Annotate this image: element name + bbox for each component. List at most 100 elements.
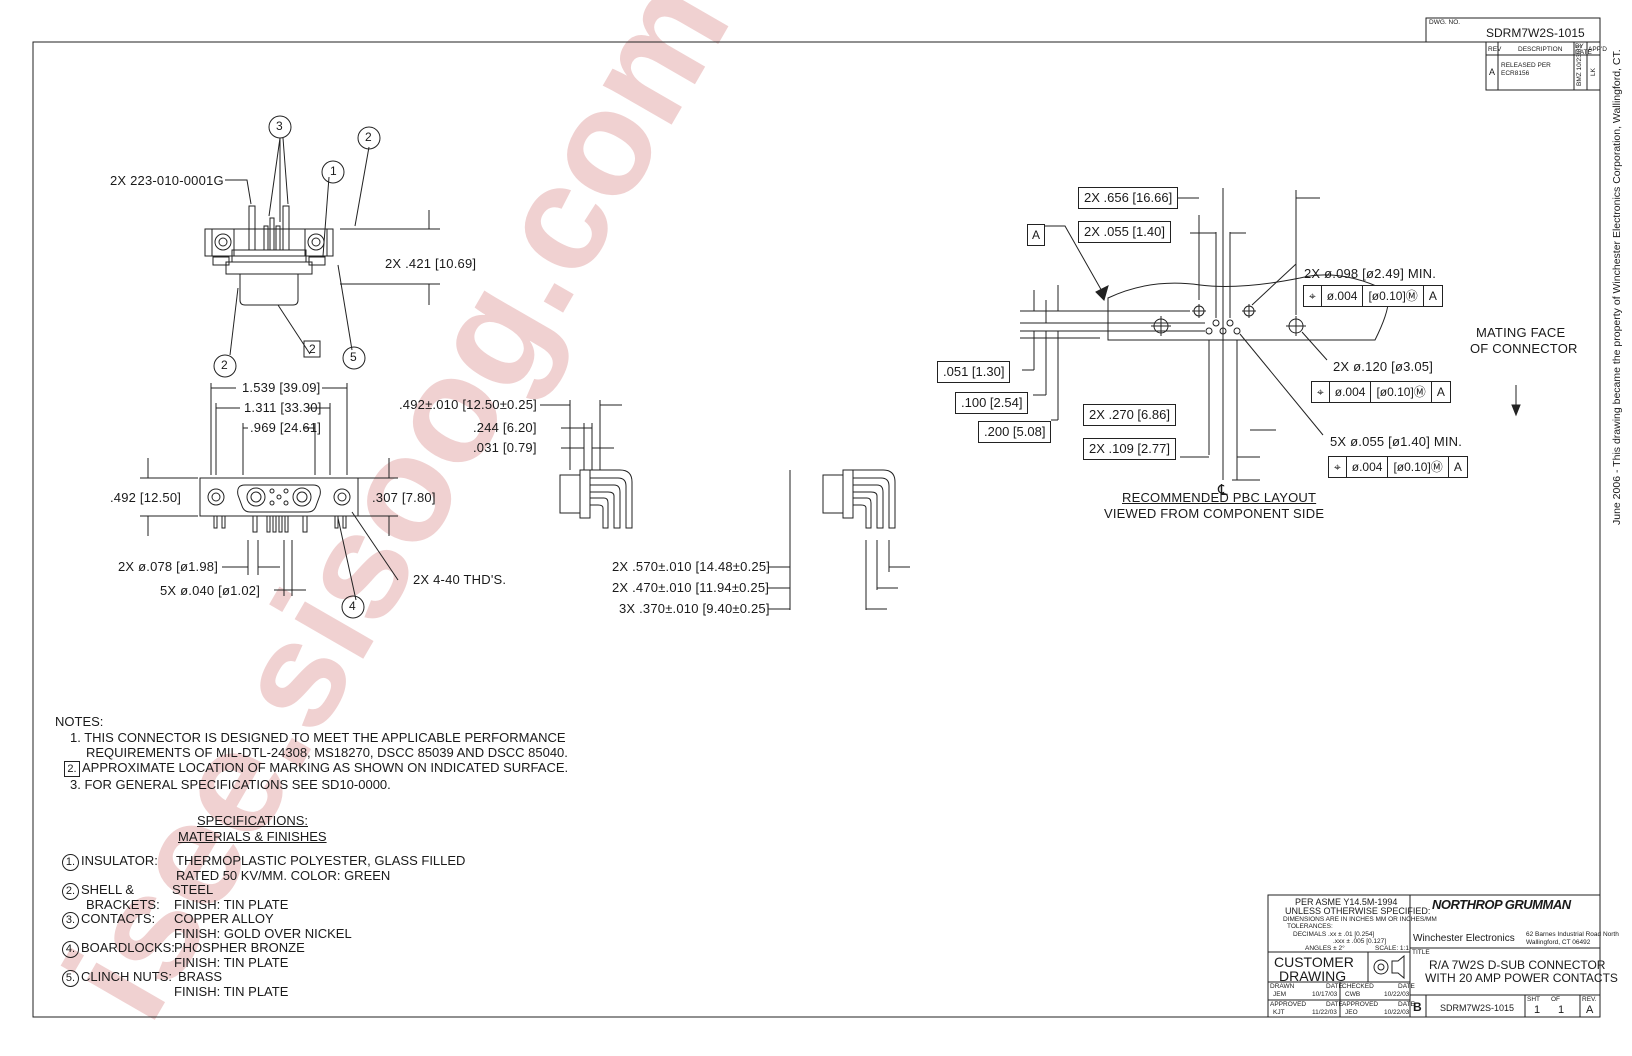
balloon-1: 1 (330, 164, 337, 178)
position-icon: ⌖ (1304, 286, 1322, 306)
tb-dec1: DECIMALS .xx ± .01 [0.254] (1293, 931, 1375, 938)
tb-approved2-date: 10/22/03 (1384, 1009, 1410, 1016)
note-2-text: APPROXIMATE LOCATION OF MARKING AS SHOWN… (82, 760, 569, 775)
spec-2-label2: BRACKETS: (86, 897, 160, 912)
tb-customer-1: CUSTOMER (1274, 954, 1354, 970)
hole-callout-055: 5X ø.055 [ø1.40] MIN. (1330, 434, 1463, 449)
specs-subtitle: MATERIALS & FINISHES (178, 829, 327, 844)
specs-title: SPECIFICATIONS: (197, 813, 308, 828)
dim-side-031: .031 [0.79] (473, 440, 537, 455)
position-icon: ⌖ (1329, 457, 1347, 477)
fcf-2-datum: A (1436, 385, 1445, 399)
tb-drawn-date: 10/17/03 (1312, 991, 1338, 998)
tb-angles: ANGLES ± 2° (1305, 945, 1345, 952)
note-2-number: 2. (64, 761, 80, 777)
dim-pcb-270: 2X .270 [6.86] (1083, 404, 1176, 426)
fcf-1-tol: ø.004 (1322, 286, 1364, 306)
rev-description: RELEASED PER ECR8156 (1501, 62, 1551, 77)
fcf-2-tol-mm: [ø0.10]Ⓜ (1371, 382, 1432, 402)
rev-appd: LK (1590, 68, 1597, 76)
tb-approved2-date-label: DATE (1398, 1001, 1415, 1008)
company-logo: NORTHROP GRUMMAN (1432, 897, 1571, 912)
spec-2-line1: STEEL (172, 882, 214, 897)
mating-face-2: OF CONNECTOR (1470, 341, 1578, 356)
dim-pcb-055: 2X .055 [1.40] (1078, 221, 1171, 243)
tb-approved2: JEO (1345, 1009, 1358, 1016)
balloon-5: 5 (350, 350, 357, 364)
tb-approved-label: APPROVED (1270, 1001, 1307, 1008)
tb-rev: A (1586, 1004, 1594, 1016)
balloon-2-bottom: 2 (221, 358, 228, 372)
hole-callout-098: 2X ø.098 [ø2.49] MIN. (1304, 266, 1437, 281)
dim-pcb-200: .200 [5.08] (978, 421, 1052, 443)
tb-of: 1 (1558, 1004, 1565, 1016)
pcb-caption-1: RECOMMENDED PBC LAYOUT (1122, 490, 1317, 505)
note-2: 2.APPROXIMATE LOCATION OF MARKING AS SHO… (64, 760, 568, 777)
tb-dec2: .xxx ± .005 [0.127] (1333, 938, 1387, 945)
fcf-3-datum: A (1453, 460, 1462, 474)
height-dim: 2X .421 [10.69] (385, 256, 477, 271)
spec-3-line1: COPPER ALLOY (174, 911, 274, 926)
tb-approved-date: 11/22/03 (1312, 1009, 1337, 1016)
dim-pin-370: 3X .370±.010 [9.40±0.25] (619, 601, 770, 616)
tb-address-1: 62 Barnes Industrial Road North (1526, 931, 1619, 938)
dim-holes-078: 2X ø.078 [ø1.98] (118, 559, 219, 574)
tb-checked: CWB (1345, 991, 1361, 998)
dim-969: .969 [24.61] (250, 420, 322, 435)
spec-5-label-text: CLINCH NUTS: (81, 969, 173, 984)
spec-2-label: 2.SHELL & (62, 882, 134, 900)
fcf-3-tol: ø.004 (1347, 457, 1389, 477)
rev-bydate: BMZ 10/23/03 (1576, 45, 1583, 86)
dim-pcb-656: 2X .656 [16.66] (1078, 187, 1179, 209)
spec-5-num: 5. (62, 970, 79, 987)
dim-pcb-051: .051 [1.30] (937, 361, 1011, 383)
spec-2-label-text: SHELL & (81, 882, 134, 897)
spec-4-line1: PHOSPHER BRONZE (174, 940, 305, 955)
tb-tolerances: TOLERANCES: (1287, 923, 1333, 930)
spec-1-num: 1. (62, 854, 79, 871)
tb-dwg-no: SDRM7W2S-1015 (1440, 1003, 1515, 1013)
ownership-note: June 2006 - This drawing became the prop… (1611, 49, 1623, 525)
spec-4-line2: FINISH: TIN PLATE (174, 955, 289, 970)
spec-2-line2: FINISH: TIN PLATE (174, 897, 289, 912)
hole-callout-120: 2X ø.120 [ø3.05] (1333, 359, 1434, 374)
rev-header-appd: APP'D (1588, 46, 1607, 53)
dwg-no-label: DWG. NO. (1429, 19, 1461, 26)
fcf-2-tol: ø.004 (1330, 382, 1372, 402)
spec-4-num: 4. (62, 941, 79, 958)
tb-sht: 1 (1534, 1004, 1541, 1016)
tb-checked-date: 10/22/03 (1384, 991, 1410, 998)
tb-size: B (1413, 1000, 1422, 1014)
balloon-3: 3 (276, 119, 283, 133)
datum-a: A (1027, 224, 1046, 246)
spec-3-line2: FINISH: GOLD OVER NICKEL (174, 926, 352, 941)
spec-3-label: 3.CONTACTS: (62, 911, 155, 929)
tb-drawn-label: DRAWN (1270, 983, 1295, 990)
fcf-1-tol-mm: [ø0.10]Ⓜ (1363, 286, 1424, 306)
tb-unless: UNLESS OTHERWISE SPECIFIED: (1285, 906, 1431, 916)
note-3: 3. FOR GENERAL SPECIFICATIONS SEE SD10-0… (70, 777, 391, 792)
rev-letter: A (1489, 67, 1496, 77)
spec-1-line1: THERMOPLASTIC POLYESTER, GLASS FILLED (176, 853, 466, 868)
tb-approved: KJT (1273, 1009, 1285, 1016)
tb-approved2-label: APPROVED (1342, 1001, 1379, 1008)
spec-4-label-text: BOARDLOCKS: (81, 940, 175, 955)
centerline-symbol: ℄ (1218, 482, 1228, 499)
note-1a: 1. THIS CONNECTOR IS DESIGNED TO MEET TH… (70, 730, 566, 745)
dim-side-492: .492±.010 [12.50±0.25] (399, 397, 537, 412)
tb-rev-label: REV. (1582, 996, 1597, 1003)
dim-side-244: .244 [6.20] (473, 420, 537, 435)
spec-4-label: 4.BOARDLOCKS: (62, 940, 175, 958)
tb-address-2: Wallingford, CT 06492 (1526, 939, 1591, 946)
tb-title-1: R/A 7W2S D-SUB CONNECTOR (1429, 958, 1606, 972)
tb-title-label: TITLE (1412, 949, 1430, 956)
position-icon: ⌖ (1312, 382, 1330, 402)
fcf-3: ⌖ ø.004 [ø0.10]Ⓜ A (1328, 456, 1468, 478)
balloon-4: 4 (349, 599, 356, 613)
tb-checked-label: CHECKED (1342, 983, 1374, 990)
pcb-caption-2: VIEWED FROM COMPONENT SIDE (1104, 506, 1325, 521)
drawing-number-top: SDRM7W2S-1015 (1486, 26, 1585, 40)
tb-approved-date-label: DATE (1326, 1001, 1343, 1008)
spec-5-line1: BRASS (178, 969, 223, 984)
